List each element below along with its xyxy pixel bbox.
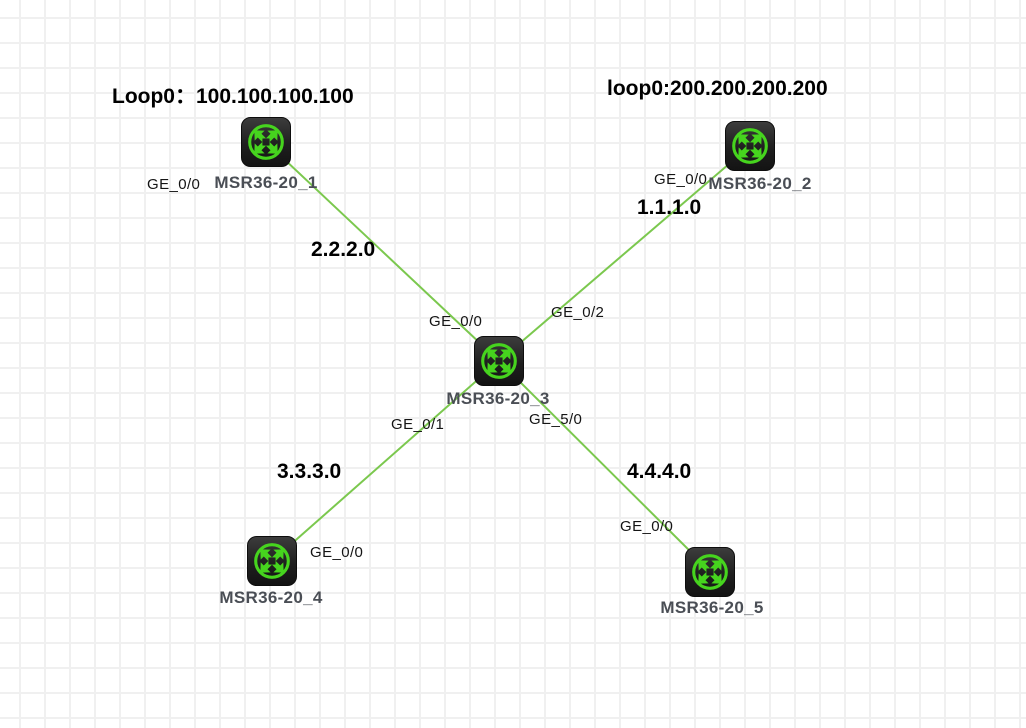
router-icon	[685, 547, 735, 597]
node-name-msr36-20-1[interactable]: MSR36-20_1	[214, 173, 318, 192]
node-name-msr36-20-3[interactable]: MSR36-20_3	[446, 389, 550, 408]
network-label-4-4-4-0[interactable]: 4.4.4.0	[627, 460, 692, 483]
loopback-annotation-r2[interactable]: loop0:200.200.200.200	[607, 77, 828, 100]
link-r2-r3[interactable]	[498, 145, 751, 362]
loopback-annotation-r1[interactable]: Loop0：100.100.100.100	[112, 85, 354, 108]
interface-label-r3-ge5-0: GE_5/0	[529, 411, 583, 428]
interface-label-r3-ge0-0: GE_0/0	[429, 313, 483, 330]
interface-label-r4-ge0-0: GE_0/0	[310, 544, 364, 561]
interface-label-r5-ge0-0: GE_0/0	[620, 518, 674, 535]
router-node-msr36-20-1[interactable]	[241, 117, 291, 167]
node-name-msr36-20-5[interactable]: MSR36-20_5	[660, 598, 764, 617]
router-node-msr36-20-5[interactable]	[685, 547, 735, 597]
network-label-3-3-3-0[interactable]: 3.3.3.0	[277, 460, 342, 483]
interface-label-r2-ge0-0: GE_0/0	[654, 171, 708, 188]
router-node-msr36-20-4[interactable]	[247, 536, 297, 586]
interface-label-r3-ge0-1: GE_0/1	[391, 416, 445, 433]
router-icon	[725, 121, 775, 171]
router-icon	[241, 117, 291, 167]
router-icon	[247, 536, 297, 586]
node-name-msr36-20-4[interactable]: MSR36-20_4	[219, 588, 323, 607]
router-node-msr36-20-3[interactable]	[474, 336, 524, 386]
interface-label-r1-ge0-0: GE_0/0	[147, 176, 201, 193]
link-r5-r3[interactable]	[498, 360, 712, 573]
network-label-1-1-1-0[interactable]: 1.1.1.0	[637, 196, 702, 219]
network-label-2-2-2-0[interactable]: 2.2.2.0	[311, 238, 376, 261]
router-icon	[474, 336, 524, 386]
link-r1-r3[interactable]	[266, 142, 500, 362]
node-name-msr36-20-2[interactable]: MSR36-20_2	[708, 174, 812, 193]
link-r4-r3[interactable]	[271, 360, 500, 562]
router-node-msr36-20-2[interactable]	[725, 121, 775, 171]
interface-label-r3-ge0-2: GE_0/2	[551, 304, 605, 321]
